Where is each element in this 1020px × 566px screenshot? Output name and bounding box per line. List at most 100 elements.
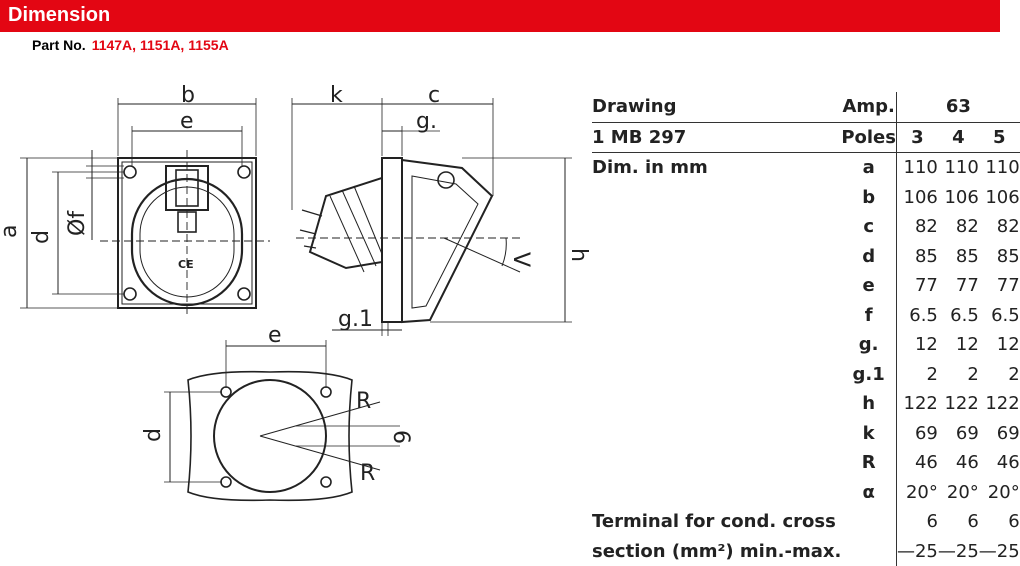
row-dimension: R bbox=[841, 448, 896, 478]
row-dimension: b bbox=[841, 183, 896, 213]
value-3-pole: 6 bbox=[896, 507, 937, 537]
value-5-pole: 122 bbox=[979, 389, 1020, 419]
spec-header-row-2: 1 MB 297 Poles 3 4 5 bbox=[592, 122, 1020, 153]
row-label bbox=[592, 242, 841, 272]
value-4-pole: 106 bbox=[938, 183, 979, 213]
title-bar: Dimension bbox=[0, 0, 1000, 32]
value-3-pole: 106 bbox=[896, 183, 937, 213]
amp-value: 63 bbox=[896, 92, 1019, 122]
row-dimension: f bbox=[841, 301, 896, 331]
row-label: Dim. in mm bbox=[592, 153, 841, 183]
front-view bbox=[20, 98, 270, 318]
row-dimension: α bbox=[841, 478, 896, 508]
value-4-pole: 6.5 bbox=[938, 301, 979, 331]
row-label: section (mm²) min.-max. bbox=[592, 537, 841, 566]
part-number-line: Part No. 1147A, 1151A, 1155A bbox=[32, 37, 229, 53]
page-title: Dimension bbox=[8, 4, 110, 27]
amp-heading: Amp. bbox=[841, 92, 896, 122]
dim-label-g1: g.1 bbox=[338, 307, 373, 332]
row-dimension: d bbox=[841, 242, 896, 272]
row-label bbox=[592, 478, 841, 508]
value-5-pole: 6 bbox=[979, 507, 1020, 537]
value-4-pole: 46 bbox=[938, 448, 979, 478]
value-3-pole: 85 bbox=[896, 242, 937, 272]
value-4-pole: 2 bbox=[938, 360, 979, 390]
poles-5: 5 bbox=[979, 122, 1020, 153]
value-5-pole: 46 bbox=[979, 448, 1020, 478]
value-3-pole: 46 bbox=[896, 448, 937, 478]
spec-row: section (mm²) min.-max.—25—25—25 bbox=[592, 537, 1020, 566]
value-5-pole: —25 bbox=[979, 537, 1020, 566]
row-label bbox=[592, 360, 841, 390]
row-dimension bbox=[841, 507, 896, 537]
drawing-number: 1 MB 297 bbox=[592, 122, 841, 153]
value-5-pole: 110 bbox=[979, 153, 1020, 183]
value-4-pole: 12 bbox=[938, 330, 979, 360]
row-dimension: a bbox=[841, 153, 896, 183]
value-3-pole: 6.5 bbox=[896, 301, 937, 331]
cutout-label-r-bottom: R bbox=[360, 461, 375, 486]
spec-table: Drawing Amp. 63 1 MB 297 Poles 3 4 5 Dim… bbox=[592, 92, 1020, 566]
dim-label-b: b bbox=[181, 83, 195, 108]
spec-header-row-1: Drawing Amp. 63 bbox=[592, 92, 1020, 122]
part-number-label: Part No. bbox=[32, 37, 86, 53]
value-4-pole: 85 bbox=[938, 242, 979, 272]
value-5-pole: 85 bbox=[979, 242, 1020, 272]
value-3-pole: 20° bbox=[896, 478, 937, 508]
row-dimension: k bbox=[841, 419, 896, 449]
dimension-drawing: b e a d Øf CE k c g. h V g.1 e d R R 6 bbox=[0, 60, 585, 535]
value-5-pole: 20° bbox=[979, 478, 1020, 508]
row-label bbox=[592, 448, 841, 478]
row-label bbox=[592, 301, 841, 331]
dim-label-h: h bbox=[566, 248, 591, 262]
part-number-values: 1147A, 1151A, 1155A bbox=[92, 37, 229, 53]
poles-heading: Poles bbox=[841, 122, 896, 153]
row-dimension: g.1 bbox=[841, 360, 896, 390]
value-3-pole: 77 bbox=[896, 271, 937, 301]
value-5-pole: 106 bbox=[979, 183, 1020, 213]
poles-4: 4 bbox=[938, 122, 979, 153]
value-5-pole: 6.5 bbox=[979, 301, 1020, 331]
dim-label-c: c bbox=[428, 83, 440, 108]
value-4-pole: 77 bbox=[938, 271, 979, 301]
value-4-pole: 20° bbox=[938, 478, 979, 508]
row-dimension: g. bbox=[841, 330, 896, 360]
poles-3: 3 bbox=[896, 122, 937, 153]
value-4-pole: —25 bbox=[938, 537, 979, 566]
value-3-pole: 122 bbox=[896, 389, 937, 419]
value-4-pole: 69 bbox=[938, 419, 979, 449]
cutout-label-six: 6 bbox=[388, 430, 413, 444]
row-label bbox=[592, 389, 841, 419]
row-label bbox=[592, 183, 841, 213]
value-4-pole: 82 bbox=[938, 212, 979, 242]
dim-label-e: e bbox=[180, 109, 194, 134]
row-label bbox=[592, 330, 841, 360]
dim-label-alpha: V bbox=[508, 252, 533, 267]
cutout-label-r-top: R bbox=[356, 389, 371, 414]
value-5-pole: 82 bbox=[979, 212, 1020, 242]
row-dimension bbox=[841, 537, 896, 566]
value-4-pole: 122 bbox=[938, 389, 979, 419]
value-5-pole: 69 bbox=[979, 419, 1020, 449]
drawing-heading: Drawing bbox=[592, 92, 841, 122]
value-3-pole: 12 bbox=[896, 330, 937, 360]
value-4-pole: 6 bbox=[938, 507, 979, 537]
value-5-pole: 77 bbox=[979, 271, 1020, 301]
value-3-pole: 2 bbox=[896, 360, 937, 390]
row-label bbox=[592, 271, 841, 301]
cutout-label-e: e bbox=[268, 323, 282, 348]
value-3-pole: —25 bbox=[896, 537, 937, 566]
ce-mark: CE bbox=[178, 258, 194, 271]
